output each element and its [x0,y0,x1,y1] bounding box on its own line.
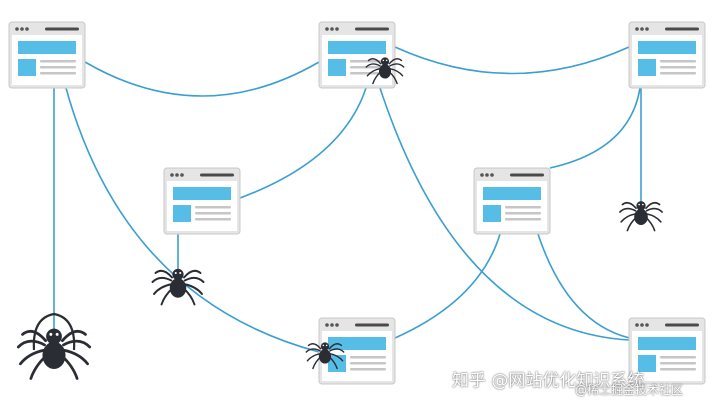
watermark-juejin: @稀土掘金技术社区 [575,381,683,398]
link-2 [395,47,629,74]
spider-icon [18,329,89,379]
link-3 [240,88,366,198]
page-5-web-page-icon [474,168,550,234]
link-4 [550,88,640,168]
spider-icon [153,269,204,305]
spider-icon [620,201,662,230]
link-1 [85,62,319,96]
link-8 [538,234,640,340]
link-7 [395,234,500,338]
page-4-web-page-icon [164,168,240,234]
links-layer [66,47,640,352]
page-1-web-page-icon [9,22,85,88]
page-3-web-page-icon [629,22,705,88]
